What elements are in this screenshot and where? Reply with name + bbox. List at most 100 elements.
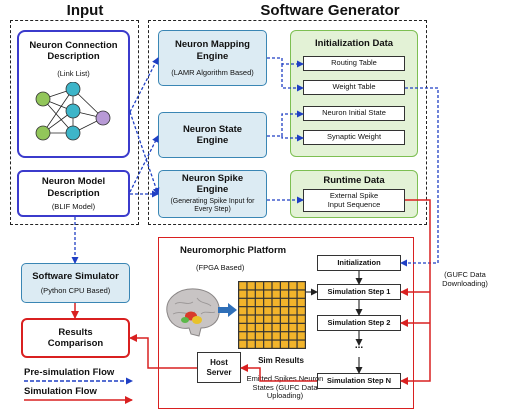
fpga-grid-cell (272, 332, 280, 340)
fpga-grid-cell (297, 307, 305, 315)
synaptic-weight: Synaptic Weight (303, 130, 405, 145)
platform-subtitle: (FPGA Based) (196, 263, 245, 272)
fpga-grid-cell (297, 323, 305, 332)
brain-yellow-region (192, 316, 202, 324)
neuron-connection-subtitle: (Link List) (57, 69, 90, 78)
spike-engine-subtitle: (Generating Spike Input for Every Step) (170, 198, 255, 213)
fpga-grid-cell (272, 298, 280, 307)
fpga-grid-cell (297, 332, 305, 340)
gufc-downloading-label: (GUFC Data Downloading) (442, 270, 488, 289)
results-comparison-box: Results Comparison (21, 318, 130, 358)
fpga-grid-cell (239, 290, 247, 298)
fpga-grid-cell (289, 298, 297, 307)
neuron-model-subtitle: (BLIF Model) (51, 201, 96, 211)
fpga-grid-cell (280, 323, 289, 332)
output-node-icon (95, 110, 111, 126)
step-sequence-arrows (306, 271, 363, 374)
neuron-state-engine: Neuron State Engine (158, 112, 267, 158)
legend-simulation-label: Simulation Flow (24, 386, 97, 397)
fpga-grid-cell (272, 290, 280, 298)
fpga-grid-cell (239, 323, 247, 332)
external-spike-input-sequence: External Spike Input Sequence (303, 189, 405, 212)
fpga-grid-cell (255, 340, 264, 348)
fpga-grid-cell (239, 298, 247, 307)
fpga-grid-cell (247, 290, 255, 298)
legend-pre-simulation-label: Pre-simulation Flow (24, 367, 115, 378)
neuron-initial-state: Neuron Initial State (303, 106, 405, 121)
hidden-node-icon (65, 82, 81, 97)
host-server-label: Host Server (206, 357, 232, 377)
fpga-grid-cell (264, 282, 272, 290)
fpga-grid-cell (289, 315, 297, 323)
fpga-grid-cell (280, 332, 289, 340)
fpga-grid-cell (297, 290, 305, 298)
sim-results-label: Sim Results (258, 356, 304, 365)
hidden-node-icon (65, 125, 81, 141)
fpga-grid-cell (280, 290, 289, 298)
input-node-icon (35, 125, 51, 141)
brain-to-grid-arrow (218, 303, 237, 317)
fpga-grid-cell (255, 290, 264, 298)
fpga-grid-cell (247, 332, 255, 340)
fpga-grid-cell (247, 298, 255, 307)
fpga-grid-cell (297, 298, 305, 307)
fpga-grid-cell (272, 315, 280, 323)
fpga-grid-cell (239, 307, 247, 315)
fpga-grid-cell (239, 282, 247, 290)
fpga-grid-cell (255, 307, 264, 315)
fpga-grid-cell (272, 323, 280, 332)
fpga-grid-cell (247, 323, 255, 332)
fpga-grid-cell (255, 323, 264, 332)
fpga-grid-cell (280, 282, 289, 290)
fpga-grid-cell (247, 307, 255, 315)
initialization-step: Initialization (317, 255, 401, 271)
fpga-grid-cell (289, 290, 297, 298)
neuron-model-title: Neuron Model Description (41, 176, 106, 199)
fpga-grid-cell (264, 290, 272, 298)
spike-engine-title: Neuron Spike Engine (181, 173, 244, 196)
fpga-grid (238, 281, 306, 349)
fpga-grid-cell (239, 315, 247, 323)
fpga-grid-cell (264, 332, 272, 340)
fpga-grid-cell (280, 340, 289, 348)
fpga-grid-cell (297, 315, 305, 323)
fpga-grid-cell (289, 282, 297, 290)
brain-green-region (181, 317, 189, 323)
runtime-data-title: Runtime Data (323, 175, 385, 186)
fpga-grid-cell (272, 340, 280, 348)
fpga-grid-cell (255, 298, 264, 307)
fpga-grid-cell (264, 307, 272, 315)
fpga-grid-cell (280, 307, 289, 315)
software-simulator-title: Software Simulator (32, 271, 119, 282)
neuron-spike-engine: Neuron Spike Engine (Generating Spike In… (158, 170, 267, 218)
fpga-grid-cell (264, 340, 272, 348)
fpga-grid-cell (247, 282, 255, 290)
fpga-grid-cell (289, 332, 297, 340)
software-simulator-subtitle: (Python CPU Based) (40, 286, 111, 295)
fpga-grid-cell (264, 298, 272, 307)
fpga-grid-cell (289, 323, 297, 332)
platform-title: Neuromorphic Platform (180, 245, 287, 256)
host-server-box: Host Server (197, 352, 241, 383)
input-node-icon (35, 91, 51, 107)
routing-table: Routing Table (303, 56, 405, 71)
state-engine-title: Neuron State Engine (182, 123, 243, 146)
fpga-grid-cell (239, 332, 247, 340)
fpga-grid-cell (289, 307, 297, 315)
neural-network-icon (35, 82, 111, 141)
fpga-grid-cell (247, 315, 255, 323)
pre-simulation-arrows (71, 57, 439, 267)
fpga-grid-cell (255, 332, 264, 340)
mapping-engine-title: Neuron Mapping Engine (175, 39, 250, 62)
fpga-grid-cell (280, 315, 289, 323)
initialization-data-title: Initialization Data (314, 38, 394, 49)
software-generator-frame (148, 20, 427, 225)
input-heading: Input (66, 2, 104, 19)
fpga-grid-cell (272, 307, 280, 315)
fpga-grid-cell (297, 340, 305, 348)
fpga-grid-cell (297, 282, 305, 290)
brain-image (166, 288, 220, 337)
results-comparison-title: Results Comparison (47, 326, 104, 349)
fpga-grid-cell (255, 282, 264, 290)
emitted-spikes-label: Emitted Spikes Neuron States (GUFC Data … (246, 374, 324, 401)
